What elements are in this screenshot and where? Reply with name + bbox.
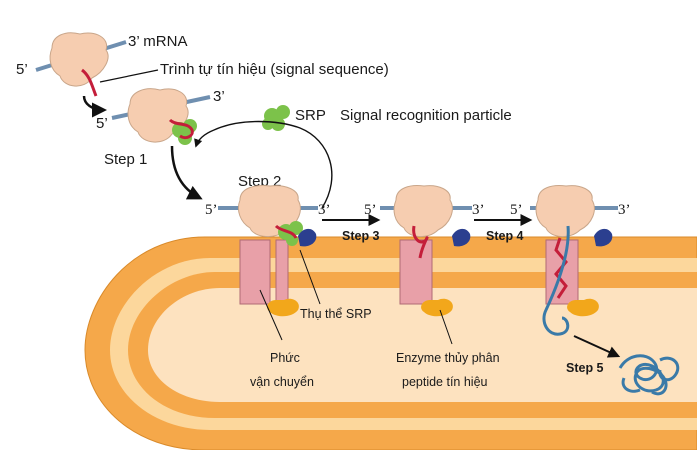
ribosome-step3: [380, 185, 472, 317]
step4-five-prime: 5’: [510, 202, 523, 218]
step3-three-prime: 3’: [472, 202, 485, 218]
peptidase-pointer: [439, 309, 453, 345]
srp-label: SRP: [295, 107, 326, 124]
second-five-prime-label: 5’: [96, 115, 108, 132]
arrow-to-step2: [170, 145, 203, 200]
arrow-step5: [573, 335, 621, 358]
peptidase-label-line2: peptide tín hiệu: [402, 375, 488, 389]
ribosome-1: [35, 32, 127, 97]
translocon-label-line1: Phức: [270, 351, 300, 365]
top-mrna-label: 3’ mRNA: [128, 33, 187, 50]
ribosome-step4: [530, 185, 618, 336]
step4-three-prime: 3’: [618, 202, 631, 218]
free-srp: [262, 105, 290, 131]
step2-three-prime: 3’: [318, 202, 331, 218]
step3-five-prime: 5’: [364, 202, 377, 218]
top-five-prime-label: 5’: [16, 61, 28, 78]
translocon-pointer: [259, 289, 283, 341]
ribosome-2: [111, 88, 211, 145]
translocon-label-line2: vận chuyển: [250, 375, 314, 389]
srp-recycle-arrow: [194, 120, 333, 209]
peptidase-label-line1: Enzyme thủy phân: [396, 351, 500, 365]
step2-five-prime: 5’: [205, 202, 218, 218]
step4-label: Step 4: [486, 229, 524, 243]
step1-label: Step 1: [104, 151, 147, 168]
signal-pointer-line: [99, 69, 159, 83]
receptor-pointer: [299, 249, 321, 305]
srp-full-label: Signal recognition particle: [340, 107, 512, 124]
folded-protein: [618, 354, 680, 396]
er-lumen: [148, 288, 697, 402]
ribosome-step2: [218, 185, 318, 317]
arrow-to-step1: [82, 95, 107, 118]
step3-label: Step 3: [342, 229, 380, 243]
second-three-prime-label: 3’: [213, 88, 225, 105]
signal-sequence-label: Trình tự tín hiệu (signal sequence): [160, 61, 389, 78]
step5-label: Step 5: [566, 361, 604, 375]
srp-receptor-label: Thụ thể SRP: [300, 307, 372, 321]
er-membrane: [84, 236, 697, 450]
